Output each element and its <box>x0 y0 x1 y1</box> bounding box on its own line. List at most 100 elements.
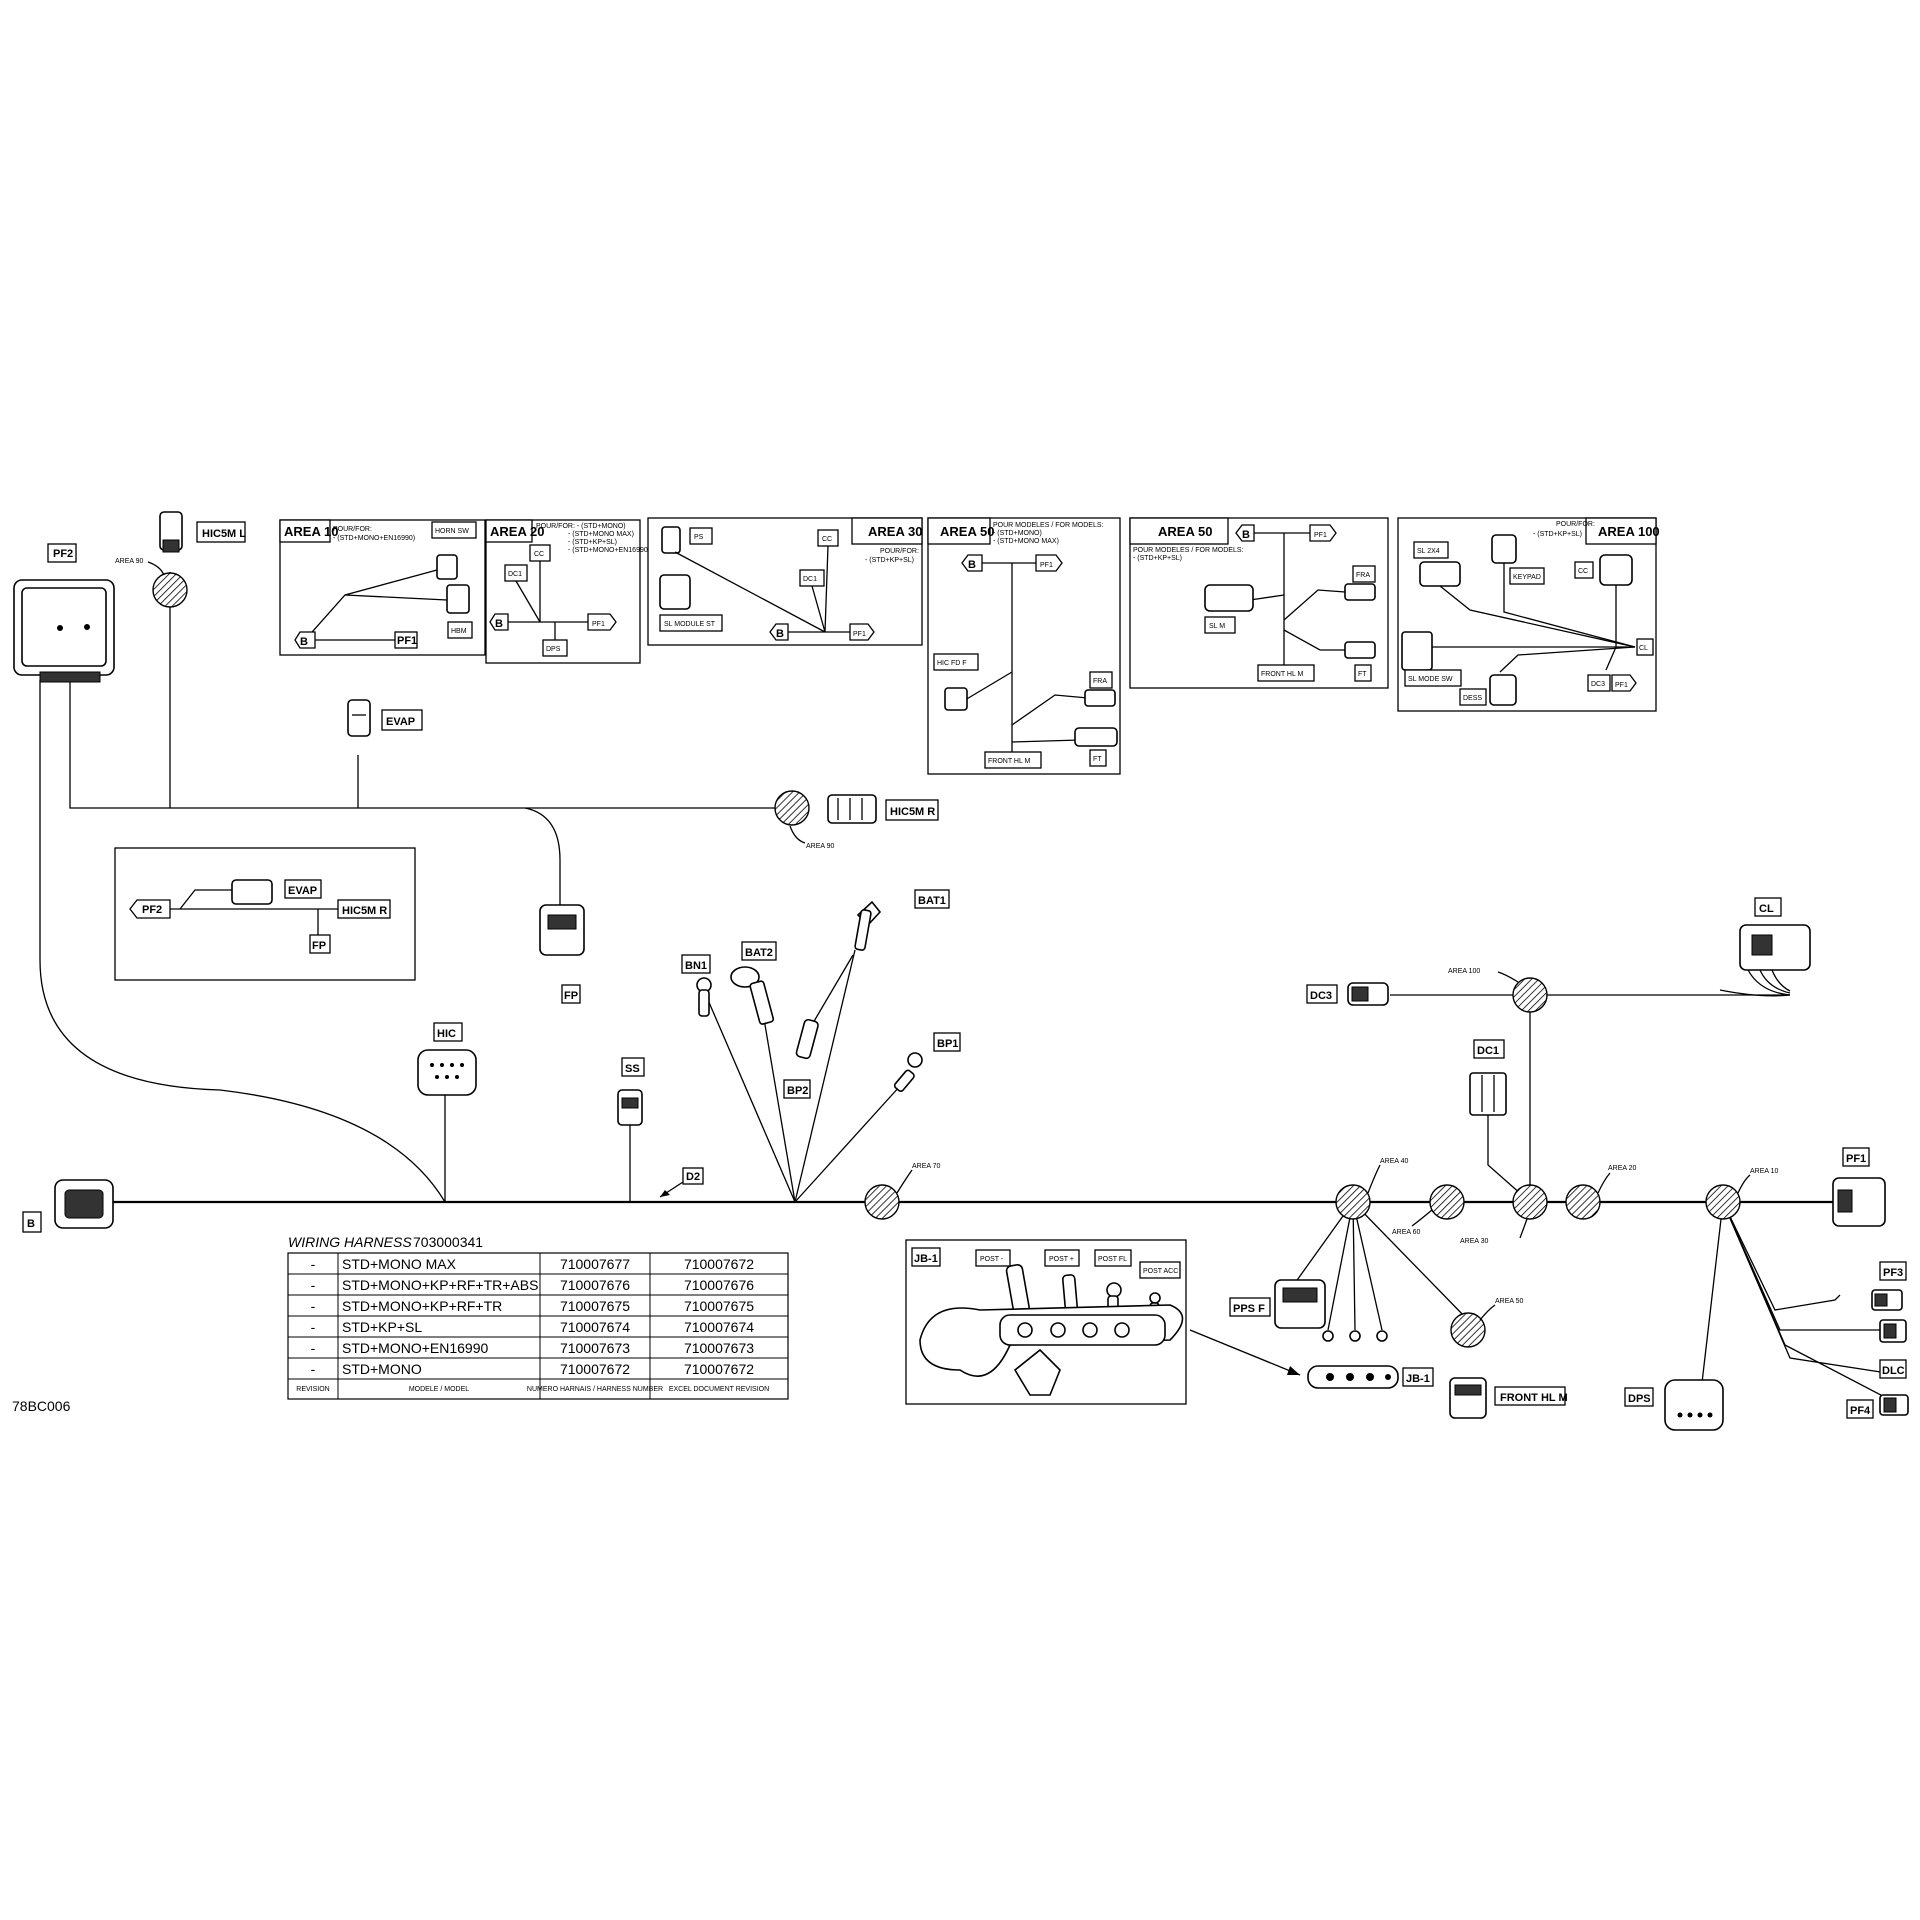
bat2-label: BAT2 <box>745 947 773 959</box>
area100-pf1: PF1 <box>1615 682 1628 689</box>
area-10-label: AREA 10 <box>1750 1168 1779 1175</box>
harness-row-2-harness-number: 710007676 <box>560 1277 630 1293</box>
area-70-label: AREA 70 <box>912 1163 941 1170</box>
area50b-title: AREA 50 <box>1158 524 1212 539</box>
area-90-label-left: AREA 90 <box>115 558 144 565</box>
area10-pf1: PF1 <box>397 635 417 647</box>
area50a-hic-fd-f: HIC FD F <box>937 660 967 667</box>
d2-wire-label: D2 <box>659 1167 704 1198</box>
area20-dps: DPS <box>546 646 561 653</box>
area-30-label: AREA 30 <box>1460 1238 1489 1245</box>
area50b-front-hl-m: FRONT HL M <box>1261 671 1304 678</box>
inset-area100: AREA 100 POUR/FOR: - (STD+KP+SL) SL 2X4 … <box>1397 517 1660 712</box>
area-30-marker <box>1512 1184 1548 1220</box>
harness-row-2-revision: - <box>311 1277 316 1293</box>
area-50-label: AREA 50 <box>1495 1298 1524 1305</box>
b-connector: B <box>22 1179 114 1233</box>
inset-area10: AREA 10 POUR/FOR: - (STD+MONO+EN16990) H… <box>279 519 486 656</box>
area50a-note1: POUR MODELES / FOR MODELS: <box>993 522 1104 529</box>
harness-row-4-model: STD+KP+SL <box>342 1319 422 1335</box>
inset-evap-evap: EVAP <box>288 885 317 897</box>
area-10-marker <box>1705 1184 1741 1220</box>
bn1-label: BN1 <box>685 960 707 972</box>
area50a-front-hl-m: FRONT HL M <box>988 758 1031 765</box>
harness-row-3-model: STD+MONO+KP+RF+TR <box>342 1298 502 1314</box>
hic-label: HIC <box>437 1028 456 1040</box>
harness-row-4-harness-number: 710007674 <box>560 1319 630 1335</box>
area10-note1: POUR/FOR: <box>333 526 372 533</box>
harness-title: WIRING HARNESS <box>288 1234 412 1250</box>
hic5m-r-label: HIC5M R <box>890 806 935 818</box>
area100-sl-mode-sw: SL MODE SW <box>1408 676 1453 683</box>
area10-b: B <box>300 636 308 648</box>
jb1-block: JB-1 <box>1307 1330 1434 1389</box>
harness-row-5-excel-revision: 710007673 <box>684 1340 754 1356</box>
area20-title: AREA 20 <box>490 524 544 539</box>
pf4-connector: PF4 <box>1846 1394 1909 1419</box>
area-markers: AREA 90 AREA 90 AREA 70 AREA 40 AREA 60 … <box>115 558 1779 1348</box>
inset-evap-fp: FP <box>312 940 326 952</box>
jb1-inset-title: JB-1 <box>914 1253 938 1265</box>
inset-jb1: JB-1 POST - POST + POST FL POST ACC <box>905 1239 1187 1405</box>
pps-f-label: PPS F <box>1233 1303 1265 1315</box>
inset-area20: AREA 20 POUR/FOR: - (STD+MONO) - (STD+MO… <box>485 519 650 664</box>
hic5m-l-label: HIC5M L <box>202 528 246 540</box>
area30-title: AREA 30 <box>868 524 922 539</box>
inset-area30: AREA 30 POUR/FOR: - (STD+KP+SL) PS CC DC… <box>647 517 923 646</box>
front-hl-m-label: FRONT HL M <box>1500 1392 1568 1404</box>
area10-hbm: HBM <box>451 628 467 635</box>
header-excel-revision: EXCEL DOCUMENT REVISION <box>669 1386 769 1393</box>
area-70-marker <box>864 1184 900 1220</box>
area100-cl: CL <box>1639 645 1648 652</box>
area-90-marker-right <box>774 790 810 826</box>
area100-keypad: KEYPAD <box>1513 574 1541 581</box>
harness-row-5-revision: - <box>311 1340 316 1356</box>
front-hl-m-connector: FRONT HL M <box>1449 1377 1568 1419</box>
area-20-label: AREA 20 <box>1608 1165 1637 1172</box>
jb1-post-minus: POST - <box>980 1256 1004 1263</box>
area50a-pf1: PF1 <box>1040 562 1053 569</box>
harness-row-5-model: STD+MONO+EN16990 <box>342 1340 488 1356</box>
harness-row-2-excel-revision: 710007676 <box>684 1277 754 1293</box>
bp2-label: BP2 <box>787 1085 808 1097</box>
evap-label: EVAP <box>386 716 415 728</box>
area30-sl-module-st: SL MODULE ST <box>664 621 716 628</box>
header-model: MODELE / MODEL <box>409 1386 469 1393</box>
area100-note2: - (STD+KP+SL) <box>1533 531 1582 538</box>
evap-connector: EVAP <box>347 699 423 737</box>
hic5m-r-connector: HIC5M R <box>827 794 939 824</box>
header-revision: REVISION <box>296 1386 329 1393</box>
area50a-title: AREA 50 <box>940 524 994 539</box>
area20-dc1: DC1 <box>508 571 522 578</box>
pf2-label: PF2 <box>53 548 73 560</box>
pf1-connector: PF1 <box>1832 1147 1886 1227</box>
cl-label: CL <box>1759 903 1774 915</box>
pf1-label: PF1 <box>1846 1153 1866 1165</box>
area30-b: B <box>776 628 784 640</box>
area10-note2: - (STD+MONO+EN16990) <box>333 535 415 542</box>
bat1-terminal: BAT1 <box>854 889 950 951</box>
area50b-b: B <box>1242 529 1250 541</box>
ss-label: SS <box>625 1063 640 1075</box>
fp-label: FP <box>564 990 578 1002</box>
harness-row-1-excel-revision: 710007672 <box>684 1256 754 1272</box>
harness-row-1-model: STD+MONO MAX <box>342 1256 457 1272</box>
area20-cc: CC <box>534 551 544 558</box>
harness-row-3-harness-number: 710007675 <box>560 1298 630 1314</box>
area100-dess: DESS <box>1463 695 1482 702</box>
harness-row-6-excel-revision: 710007672 <box>684 1361 754 1377</box>
jb1-post-acc: POST ACC <box>1143 1268 1178 1275</box>
area30-note2: - (STD+KP+SL) <box>865 557 914 564</box>
dps-label: DPS <box>1628 1393 1651 1405</box>
jb1-post-fl: POST FL <box>1098 1256 1127 1263</box>
inset-area50-a: AREA 50 POUR MODELES / FOR MODELS: - (ST… <box>927 517 1121 775</box>
harness-row-3-revision: - <box>311 1298 316 1314</box>
area-90-label-right: AREA 90 <box>806 843 835 850</box>
area-60-label: AREA 60 <box>1392 1229 1421 1236</box>
dps-connector: DPS <box>1624 1379 1724 1431</box>
hic5m-l-connector: HIC5M L <box>159 511 246 553</box>
pps-f-connector: PPS F <box>1229 1279 1326 1329</box>
area50b-sl-m: SL M <box>1209 623 1225 630</box>
header-harness-number: NUMERO HARNAIS / HARNESS NUMBER <box>527 1386 663 1393</box>
